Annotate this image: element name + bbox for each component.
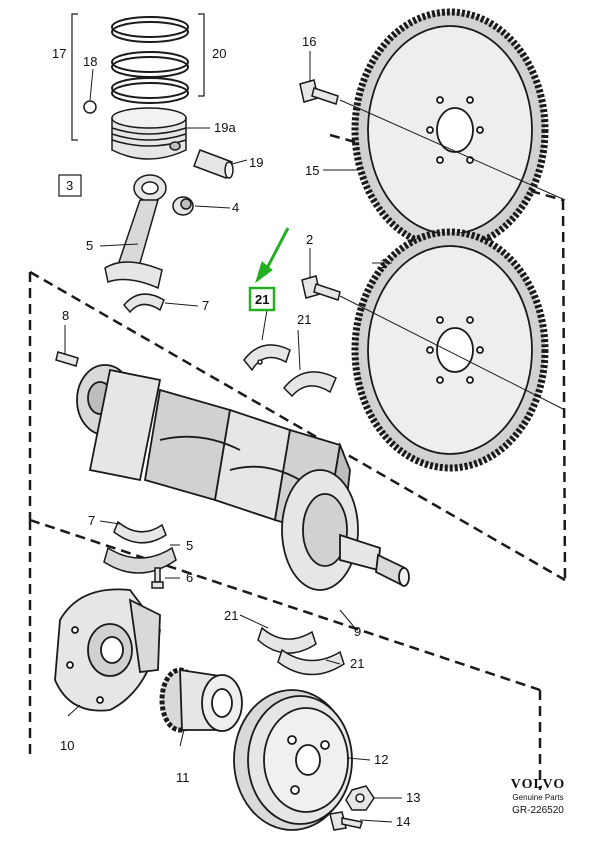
callout-6: 6 bbox=[186, 570, 193, 585]
small-end-bushing bbox=[172, 196, 194, 216]
callout-18: 18 bbox=[83, 54, 97, 69]
front-cover-oil-pump bbox=[54, 588, 161, 712]
dowel-pin bbox=[55, 351, 79, 367]
piston bbox=[111, 107, 187, 160]
callout-10: 10 bbox=[60, 738, 74, 753]
volvo-logo: VOLVO bbox=[510, 777, 566, 792]
connecting-rod-bearing-upper bbox=[123, 293, 165, 314]
gudgeon-pin-bracket bbox=[71, 13, 205, 141]
crankshaft-sprocket bbox=[159, 667, 243, 733]
callout-19: 19 bbox=[249, 155, 263, 170]
highlight-arrow bbox=[255, 227, 290, 284]
callout-19a: 19a bbox=[214, 120, 236, 135]
flywheel-bolt-lower bbox=[301, 275, 341, 301]
highlight-box bbox=[248, 286, 276, 312]
callout-12: 12 bbox=[374, 752, 388, 767]
rod-bearing-lower bbox=[113, 520, 167, 544]
callout-21-highlighted: 21 bbox=[255, 292, 269, 307]
flywheel-axis-lines bbox=[339, 99, 566, 411]
callout-9: 9 bbox=[354, 624, 361, 639]
main-bearing-shell-lower-2 bbox=[277, 648, 345, 676]
callout-21-upper: 21 bbox=[297, 312, 311, 327]
callout-21-lower-right: 21 bbox=[350, 656, 364, 671]
rod-cap-bolt bbox=[151, 567, 164, 589]
flywheel-bolt-upper bbox=[299, 79, 339, 105]
assembly-frame-lower bbox=[28, 518, 542, 790]
callout-14: 14 bbox=[396, 814, 410, 829]
callout-box-3 bbox=[58, 174, 82, 197]
rod-cap bbox=[103, 546, 177, 574]
callout-7-lower: 7 bbox=[88, 513, 95, 528]
brand-tagline: Genuine Parts bbox=[512, 793, 564, 802]
main-bearing-shell-upper bbox=[243, 344, 291, 372]
callout-5-lower: 5 bbox=[186, 538, 193, 553]
callout-8: 8 bbox=[62, 308, 69, 323]
callout-16: 16 bbox=[302, 34, 316, 49]
callout-1: 1 bbox=[380, 256, 387, 271]
piston-rings bbox=[111, 16, 189, 104]
callout-21-lower-left: 21 bbox=[224, 608, 238, 623]
flywheel-upper bbox=[351, 8, 549, 252]
crankshaft-pulley bbox=[233, 689, 353, 831]
pulley-nut bbox=[345, 785, 375, 811]
callout-20: 20 bbox=[212, 46, 226, 61]
callout-7-upper: 7 bbox=[202, 298, 209, 313]
piston-pin-clip bbox=[83, 100, 97, 114]
brand-block: VOLVO Genuine Parts GR-226520 bbox=[488, 778, 588, 818]
leader-lines bbox=[64, 51, 402, 823]
callout-4: 4 bbox=[232, 200, 239, 215]
main-bearing-shell-upper-2 bbox=[282, 371, 337, 398]
piston-pin bbox=[193, 149, 234, 179]
callout-15: 15 bbox=[305, 163, 319, 178]
callout-17: 17 bbox=[52, 46, 66, 61]
callout-3: 3 bbox=[66, 178, 73, 193]
callout-2: 2 bbox=[306, 232, 313, 247]
pulley-bolt bbox=[329, 811, 363, 831]
callout-5-upper: 5 bbox=[86, 238, 93, 253]
callout-13: 13 bbox=[406, 790, 420, 805]
callout-11: 11 bbox=[176, 770, 190, 785]
drawing-number: GR-226520 bbox=[512, 805, 564, 816]
connecting-rod bbox=[104, 174, 167, 290]
main-bearing-shell-lower bbox=[257, 626, 317, 654]
crankshaft bbox=[76, 364, 410, 591]
flywheel-lower bbox=[351, 228, 549, 472]
